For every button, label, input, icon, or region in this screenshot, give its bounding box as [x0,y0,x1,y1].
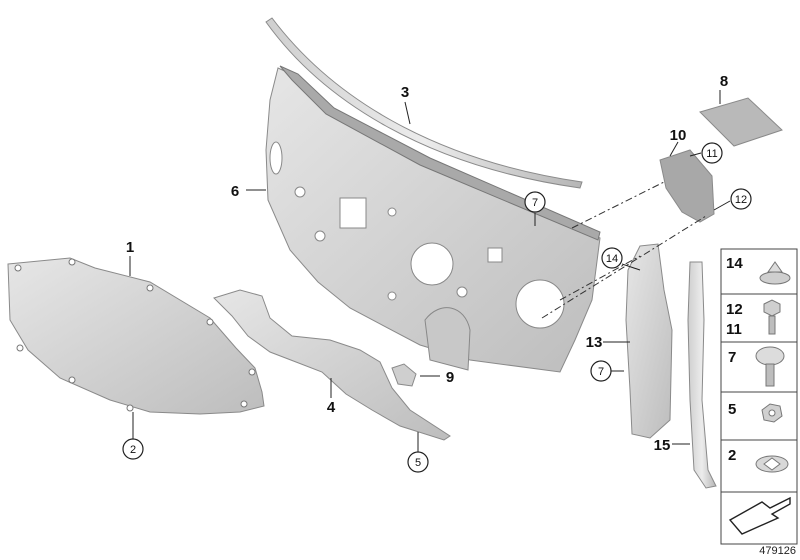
legend-label-2: 2 [728,447,736,464]
spring-clip-nut-icon [755,455,789,473]
part-1-floor-insulation [7,257,265,415]
part-3-seal-strip [265,17,583,189]
part-1-fastener-holes [14,258,256,412]
callout-7-bracket: 7 [598,366,604,378]
callout-1: 1 [126,239,134,256]
part-15-vertical-strip [687,261,717,489]
legend-label-12: 12 [726,301,743,318]
diagram-id: 479126 [759,545,796,557]
callout-15: 15 [654,437,671,454]
orientation-arrow-icon [728,496,791,535]
legend-label-5: 5 [728,401,736,418]
part-6-lower-pocket [424,307,471,371]
part-10-damper [659,149,715,223]
callout-labels: 1 2 3 4 5 6 7 7 8 9 10 11 12 13 14 15 [126,73,747,469]
callout-10: 10 [670,127,687,144]
legend-label-7: 7 [728,349,736,366]
callout-13: 13 [586,334,603,351]
part-9-clip [391,363,417,387]
callout-6: 6 [231,183,239,200]
callout-9: 9 [446,369,454,386]
callout-3: 3 [401,84,409,101]
fastener-legend: 14 12 11 7 5 2 [720,248,798,545]
part-8-pad [699,97,783,147]
part-4-duct-insulation [213,289,451,441]
assembly-line-1 [571,181,665,229]
expanding-rivet-icon [755,346,785,387]
callout-4: 4 [327,399,336,416]
push-clip-icon [759,261,791,285]
assembly-line-2 [541,215,707,319]
callout-2: 2 [130,444,136,456]
leader-lines [129,90,731,452]
assembly-line-3 [559,255,641,301]
legend-label-11: 11 [726,321,742,338]
part-6-openings [269,141,565,329]
hex-screw-icon [763,299,781,335]
callout-11: 11 [706,148,717,160]
part-6-top-flange [279,65,601,241]
callout-5: 5 [415,457,421,469]
hex-nut-icon [761,403,783,423]
legend-label-14: 14 [726,255,743,272]
callout-8: 8 [720,73,728,90]
callout-14: 14 [606,253,618,265]
callout-12: 12 [735,194,747,206]
part-13-side-bracket [625,243,673,439]
callout-7-top: 7 [532,197,538,209]
callout-circles [122,142,752,473]
